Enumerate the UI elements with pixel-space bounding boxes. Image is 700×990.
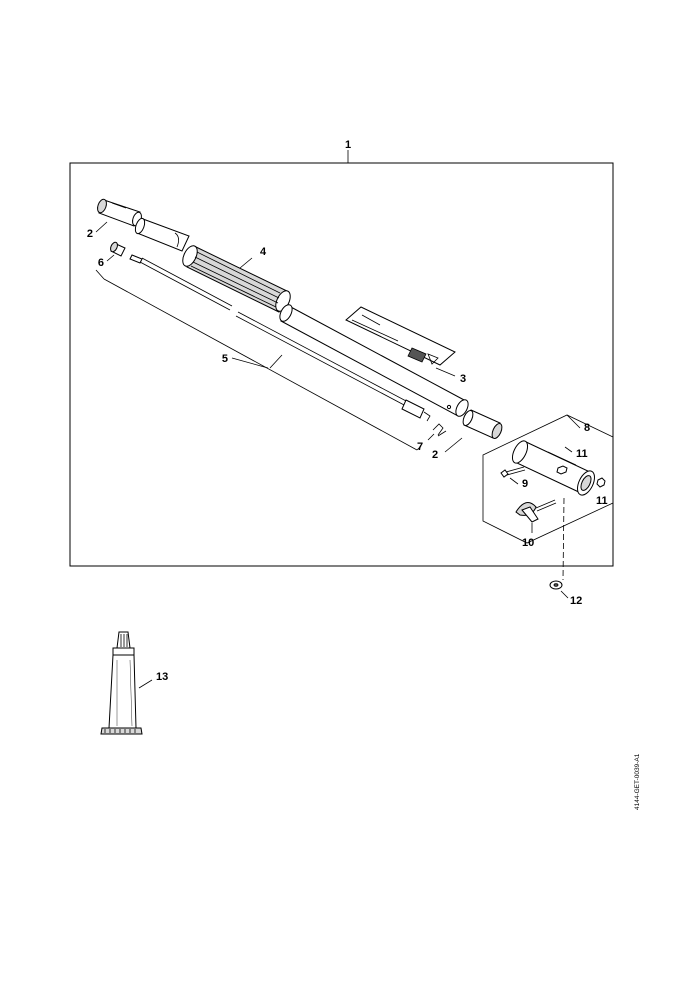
callout-4: 4 (260, 246, 267, 258)
callout-8: 8 (584, 422, 590, 434)
part-4-grip: 4 (182, 245, 291, 313)
part-2-sleeve-upper: 2 (87, 198, 142, 240)
part-13-grease-tube: 13 (100, 631, 168, 735)
part-6-bushing: 6 (98, 241, 126, 269)
callout-13: 13 (156, 671, 168, 683)
tube-segment (134, 217, 190, 252)
bracket-5-7: 5 (95, 269, 422, 451)
callout-7: 7 (417, 441, 423, 453)
callout-5: 5 (222, 353, 228, 365)
callout-2-lower: 2 (432, 449, 438, 461)
callout-10: 10 (522, 537, 534, 549)
part-8-clamp-assembly: 8 11 11 9 10 (482, 414, 614, 581)
drawing-reference: 4144-GET-0039-A1 (634, 753, 641, 810)
part-12-washer: 12 (549, 580, 582, 607)
callout-2-upper: 2 (87, 228, 93, 240)
callout-11-upper: 11 (576, 448, 588, 460)
callout-12: 12 (570, 595, 582, 607)
part-5-drive-shaft (129, 254, 431, 422)
callout-3: 3 (460, 373, 466, 385)
assembly-frame: 1 (69, 139, 614, 567)
part-2-sleeve-lower: 2 (432, 409, 503, 461)
part-3-label: 3 (345, 306, 466, 385)
callout-9: 9 (522, 478, 528, 490)
part-7-clip: 7 (417, 423, 447, 453)
callout-6: 6 (98, 257, 104, 269)
main-tube (279, 304, 469, 417)
callout-11-lower: 11 (596, 495, 608, 507)
callout-1: 1 (345, 139, 351, 151)
